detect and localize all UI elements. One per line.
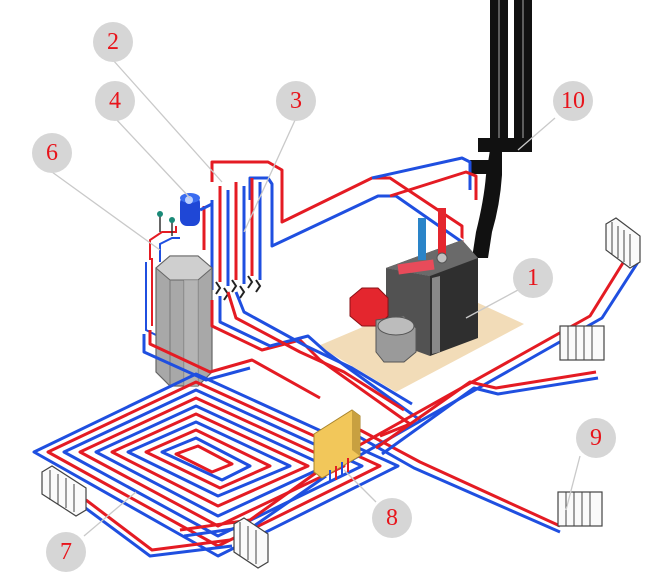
callout-7: 7 bbox=[46, 532, 86, 572]
boiler bbox=[318, 208, 524, 392]
callout-8: 8 bbox=[372, 498, 412, 538]
svg-text:9: 9 bbox=[590, 425, 602, 451]
safety-group bbox=[149, 211, 180, 262]
svg-text:3: 3 bbox=[290, 88, 302, 114]
callout-leader-lines bbox=[51, 59, 581, 537]
svg-text:8: 8 bbox=[386, 505, 398, 531]
radiator-bottom-center bbox=[233, 517, 269, 569]
callout-9: 9 bbox=[576, 418, 616, 458]
callout-3: 3 bbox=[276, 81, 316, 121]
radiator-top-right bbox=[605, 217, 641, 269]
callout-10: 10 bbox=[553, 81, 593, 121]
radiator-left bbox=[41, 465, 87, 517]
radiator-mid-right bbox=[559, 325, 605, 361]
callout-2: 2 bbox=[93, 22, 133, 62]
svg-text:10: 10 bbox=[561, 88, 585, 114]
callout-6: 6 bbox=[32, 133, 72, 173]
distribution-pipes bbox=[79, 257, 640, 558]
svg-text:2: 2 bbox=[107, 29, 119, 55]
expansion-tank bbox=[180, 193, 213, 226]
chimney bbox=[470, 0, 532, 258]
svg-text:4: 4 bbox=[109, 88, 121, 114]
svg-text:7: 7 bbox=[60, 539, 72, 565]
radiator-bottom-right bbox=[557, 491, 603, 527]
svg-text:6: 6 bbox=[46, 140, 58, 166]
callout-4: 4 bbox=[95, 81, 135, 121]
callout-1: 1 bbox=[513, 258, 553, 298]
svg-text:1: 1 bbox=[527, 265, 539, 291]
underfloor-manifold-cabinet bbox=[313, 409, 361, 482]
